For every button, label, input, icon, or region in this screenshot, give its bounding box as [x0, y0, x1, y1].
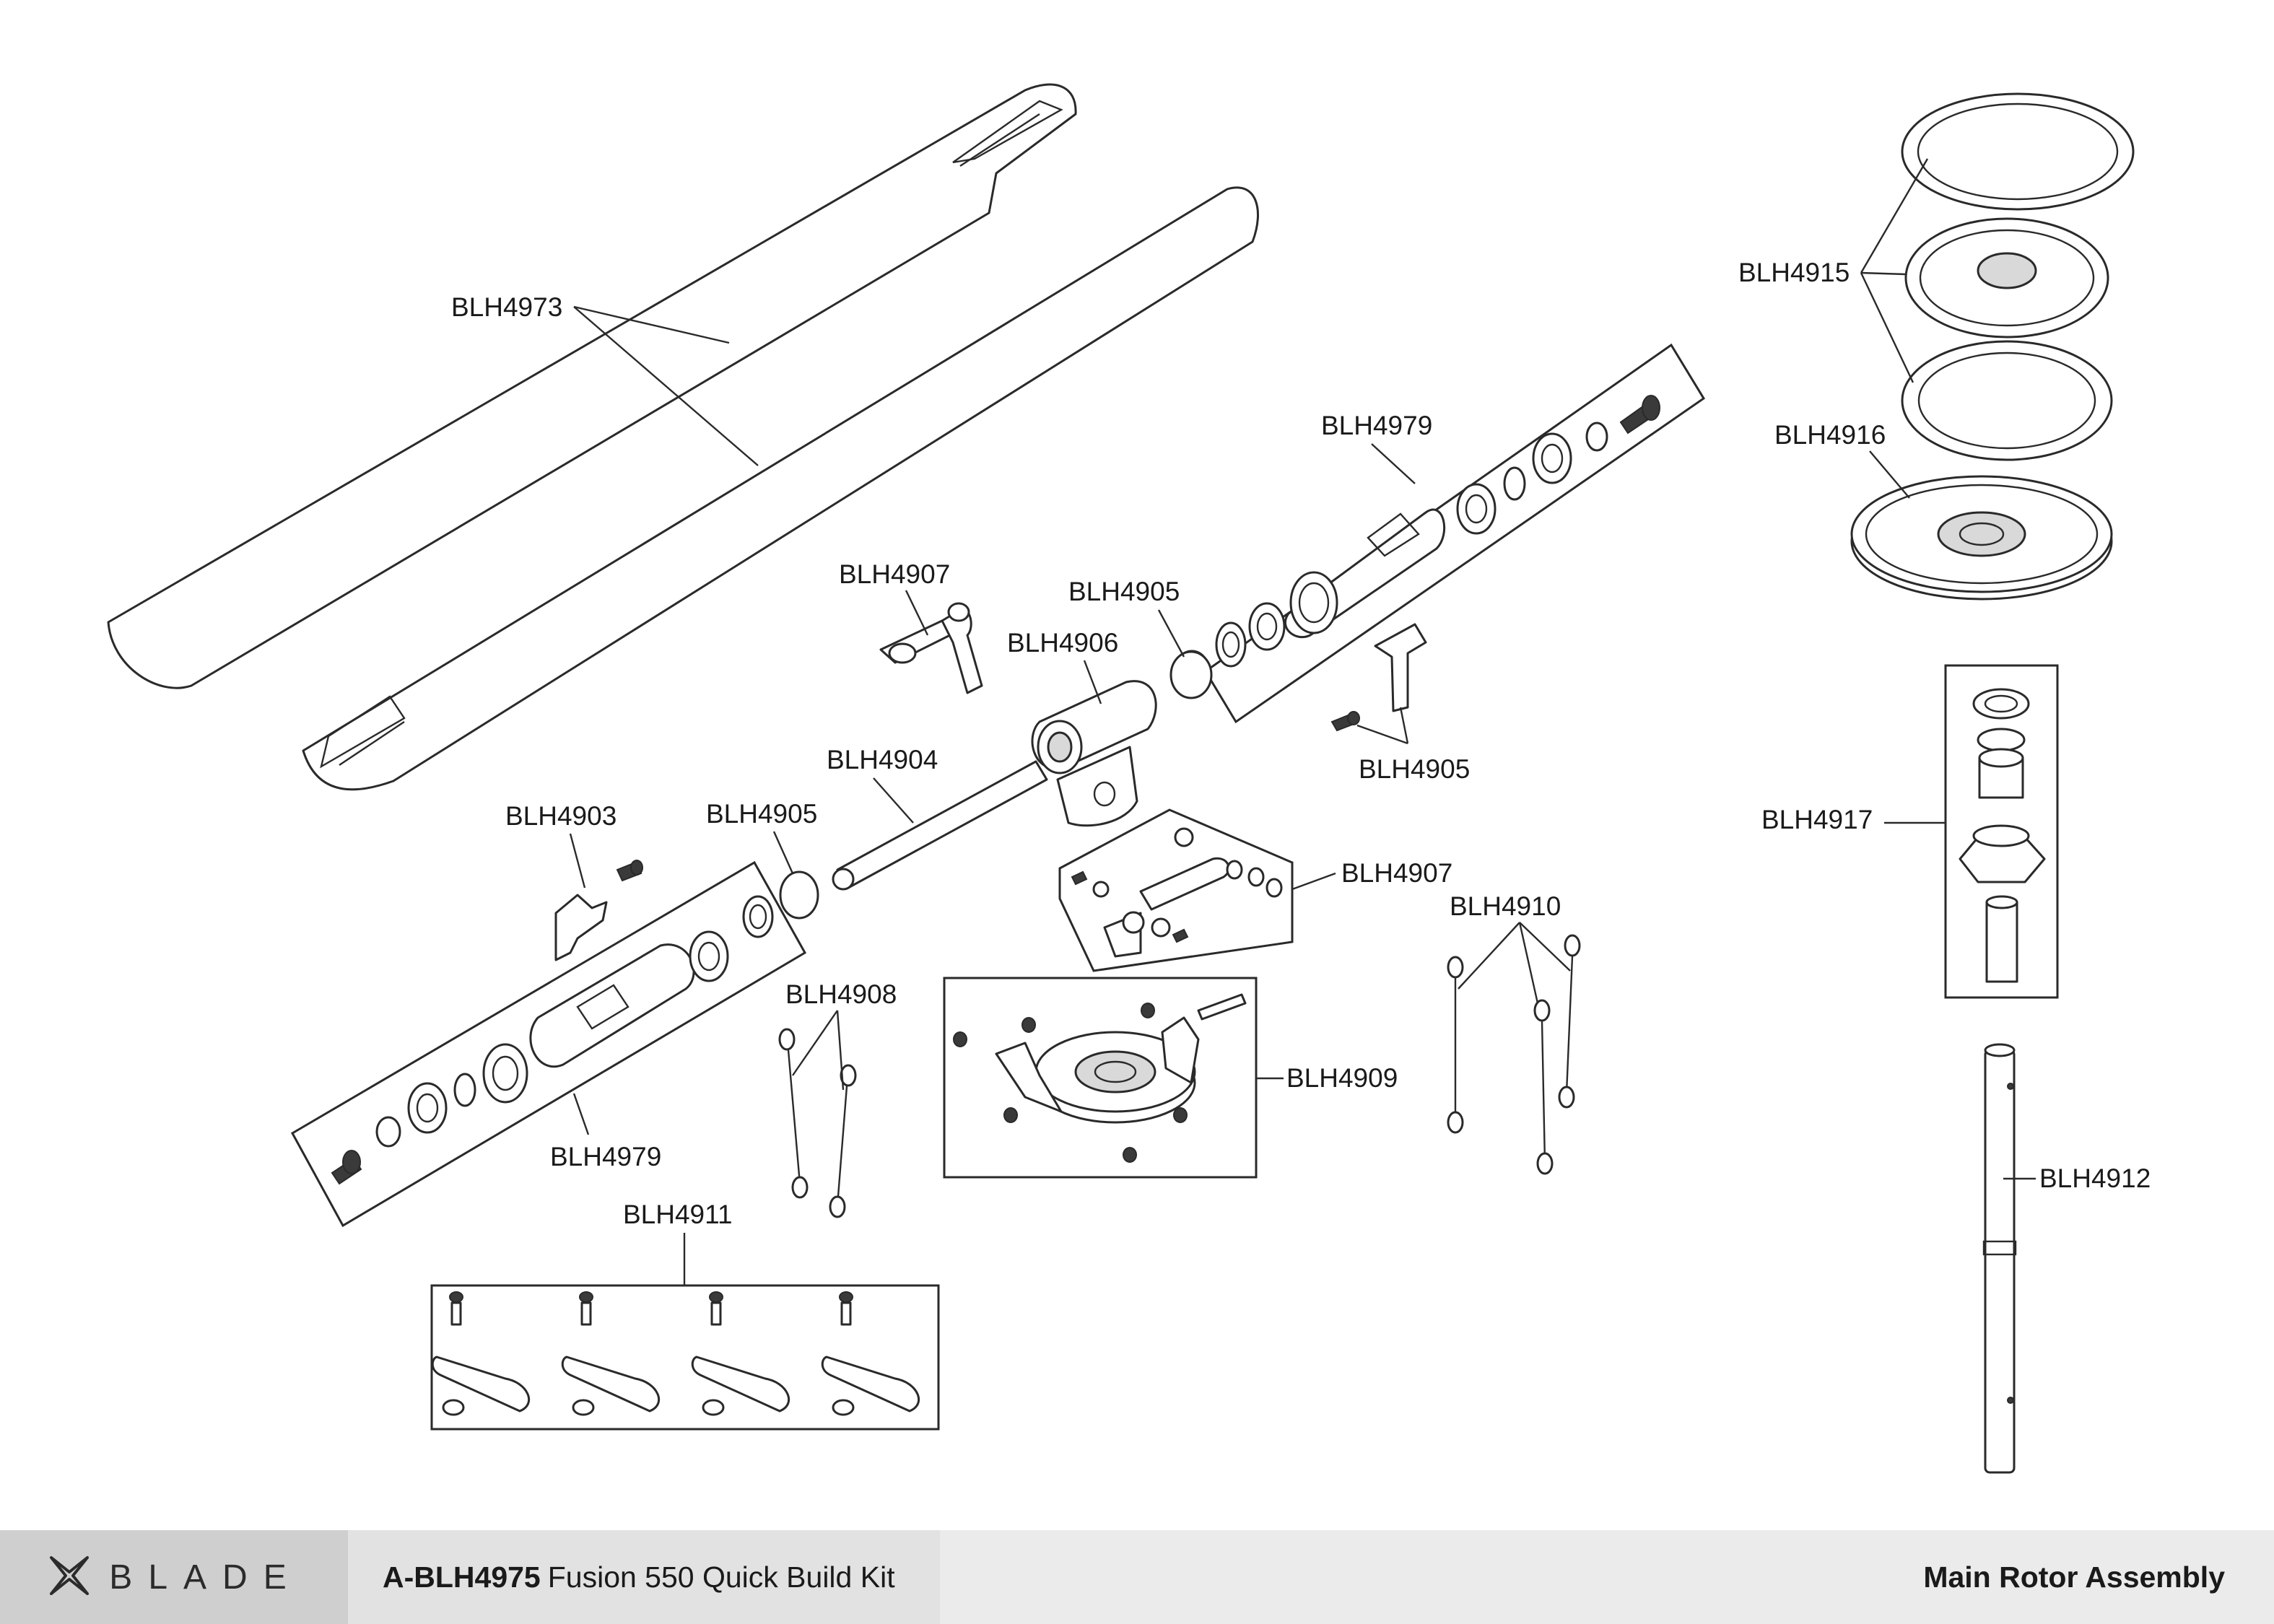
- spindle-shaft: [832, 760, 1048, 891]
- servo-arms-box: [430, 1284, 940, 1431]
- label-main-shaft: BLH4912: [2039, 1164, 2151, 1193]
- radius-arm-top: [879, 602, 983, 694]
- main-shaft: [1982, 1043, 2017, 1474]
- label-swashplate: BLH4909: [1286, 1063, 1398, 1093]
- footer-kit-title: A-BLH4975 Fusion 550 Quick Build Kit: [348, 1530, 940, 1624]
- label-lower-grip: BLH4979: [550, 1142, 661, 1171]
- leader-ring-a: [1860, 158, 1929, 274]
- pushrods-long: [1447, 934, 1581, 1175]
- leader-blades-b: [573, 306, 759, 466]
- label-washout: BLH4907: [1341, 858, 1452, 888]
- blade-logo-icon: [45, 1552, 93, 1603]
- left-arm-bracket: [554, 860, 643, 961]
- label-pushrods-lower: BLH4908: [785, 979, 897, 1009]
- leader-pushrods-a: [1458, 922, 1520, 990]
- main-gear: [1850, 475, 2113, 601]
- label-radius-arm-top: BLH4907: [839, 559, 950, 589]
- leader-spacer-left: [772, 831, 794, 874]
- washout-parts: [1071, 827, 1283, 958]
- ring-gear-set: [1901, 92, 2135, 461]
- lower-grip-parts: [331, 895, 774, 1185]
- diagram-canvas: BLH4973 BLH4979 BLH4915 BLH4916: [107, 83, 2151, 1474]
- leader-lower-grip: [572, 1093, 590, 1135]
- label-spindle: BLH4904: [827, 745, 938, 774]
- one-way-box: [1944, 664, 2059, 999]
- kit-name: Fusion 550 Quick Build Kit: [547, 1560, 895, 1594]
- leader-spindle: [873, 777, 914, 824]
- label-servo-arms: BLH4911: [623, 1200, 733, 1229]
- spacer-top: [1169, 650, 1213, 699]
- lower-grip-box: [290, 860, 807, 1228]
- leader-pushrods-lower-a: [792, 1010, 838, 1076]
- washout-box: [1058, 808, 1294, 972]
- main-blade-lower: [302, 186, 1259, 791]
- leader-ring-c: [1860, 272, 1914, 383]
- leader-blades-a: [573, 305, 730, 344]
- leader-arm-bracket-b: [1356, 724, 1408, 745]
- footer-bar: BLADE A-BLH4975 Fusion 550 Quick Build K…: [0, 1530, 2274, 1624]
- label-main-gear: BLH4916: [1774, 420, 1886, 450]
- label-spacer-top: BLH4905: [1068, 577, 1180, 606]
- leader-main-gear: [1869, 450, 1910, 499]
- one-way-parts: [1959, 688, 2046, 983]
- leader-radius-arm-top: [905, 590, 929, 636]
- upper-grip-parts: [1172, 395, 1660, 697]
- swashplate-parts: [953, 993, 1247, 1163]
- label-left-arm: BLH4903: [505, 801, 617, 831]
- section-title: Main Rotor Assembly: [940, 1530, 2274, 1624]
- main-blade-upper: [107, 83, 1077, 689]
- leader-washout: [1291, 872, 1336, 891]
- label-pushrods-upper: BLH4910: [1450, 891, 1561, 921]
- leader-pushrods-b: [1518, 922, 1539, 1004]
- leader-arm-bracket-a: [1399, 707, 1409, 744]
- leader-hub: [1083, 660, 1102, 704]
- spacer-left: [779, 870, 819, 920]
- servo-arms-parts: [431, 1291, 920, 1416]
- leader-ring-b: [1860, 271, 1907, 276]
- leader-spacer-top: [1157, 609, 1185, 658]
- label-arm-bracket: BLH4905: [1359, 754, 1470, 784]
- brand-name: BLADE: [109, 1558, 302, 1597]
- leader-pushrods-c: [1519, 922, 1571, 972]
- leader-upper-grip: [1371, 443, 1416, 484]
- pushrods-short: [778, 1028, 857, 1218]
- label-ring-gears: BLH4915: [1738, 258, 1850, 287]
- footer-brand: BLADE: [0, 1530, 348, 1624]
- upper-grip-box: [1203, 343, 1706, 724]
- label-one-way: BLH4917: [1761, 805, 1873, 834]
- head-block: [1031, 680, 1157, 827]
- leader-pushrods-lower-b: [836, 1010, 845, 1091]
- kit-code: A-BLH4975: [383, 1560, 541, 1594]
- label-spacer-left: BLH4905: [706, 799, 817, 829]
- leader-left-arm: [569, 833, 586, 889]
- label-blades: BLH4973: [451, 292, 562, 322]
- label-hub: BLH4906: [1007, 628, 1118, 658]
- flybar-arm-bracket: [1330, 623, 1427, 732]
- label-upper-grip: BLH4979: [1321, 411, 1432, 440]
